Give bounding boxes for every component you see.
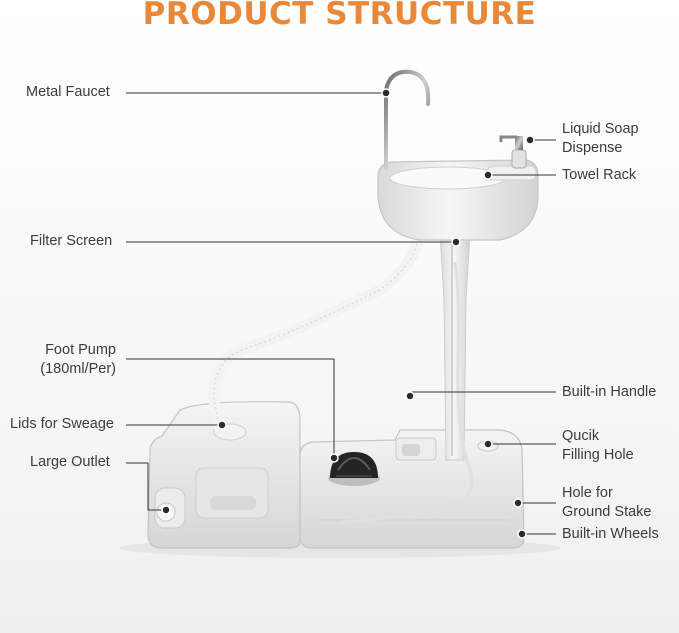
label-built-in-wheels: Built-in Wheels [562, 526, 659, 542]
page-title: PRODUCT STRUCTURE [142, 0, 537, 32]
wash-basin [377, 159, 539, 241]
label-filter-screen: Filter Screen [30, 233, 113, 249]
label-hole-for-ground-stake: Hole for Ground Stake [562, 484, 651, 522]
label-towel-rack: Towel Rack [562, 167, 637, 183]
drain-hose [208, 228, 424, 434]
label-metal-faucet: Metal Faucet [26, 84, 110, 100]
label-quick-filling-hole: Qucik Filling Hole [562, 427, 634, 465]
label-large-outlet: Large Outlet [30, 454, 110, 470]
soap-pump [499, 135, 527, 169]
label-quick-filling-line2: Filling Hole [562, 447, 634, 463]
label-lids-for-sweage: Lids for Sweage [10, 416, 114, 432]
label-foot-pump-line2: (180ml/Per) [40, 361, 116, 377]
supply-tube [339, 261, 474, 524]
label-hole-stake-line2: Ground Stake [562, 504, 652, 520]
label-foot-pump: Foot Pump (180ml/Per) [24, 341, 116, 379]
metal-faucet [384, 69, 431, 170]
callout-dots [161, 88, 535, 539]
label-hole-stake-line1: Hole for [562, 485, 613, 501]
foot-pump [328, 452, 380, 486]
label-quick-filling-line1: Qucik [562, 428, 600, 444]
label-built-in-handle: Built-in Handle [562, 384, 657, 400]
label-liquid-soap-line2: Dispense [562, 140, 623, 156]
label-liquid-soap: Liquid Soap Dispense [562, 120, 639, 158]
label-liquid-soap-line1: Liquid Soap [562, 121, 639, 137]
label-foot-pump-line1: Foot Pump [45, 342, 116, 358]
